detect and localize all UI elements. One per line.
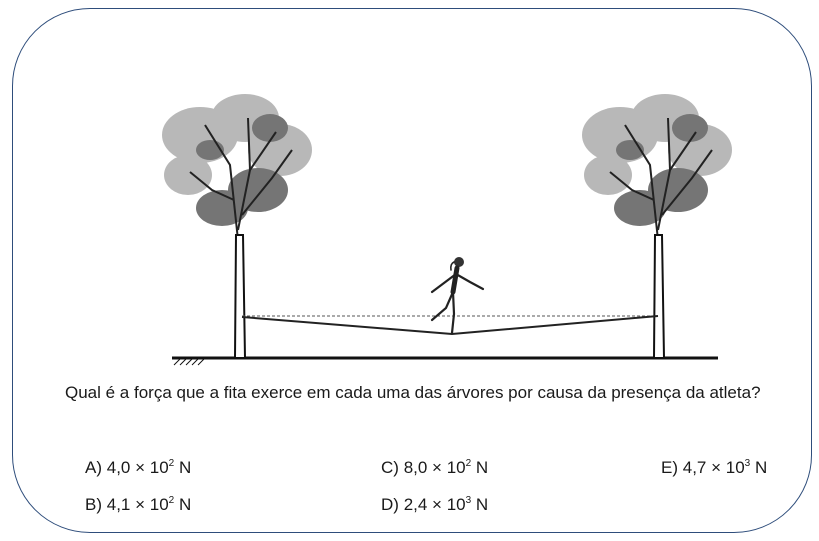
option-value: 8,0 × 10 [403, 458, 466, 477]
left-tree [162, 94, 312, 359]
ground-hatch [173, 358, 205, 366]
question-frame [12, 8, 812, 533]
option-unit: N [750, 458, 768, 477]
option-exponent: 2 [465, 458, 472, 469]
question-text: Qual é a força que a fita exerce em cada… [65, 383, 761, 402]
option-c[interactable]: C) 8,0 × 102 N [381, 457, 488, 479]
option-letter: E) [661, 458, 678, 477]
option-letter: B) [85, 495, 102, 514]
option-d[interactable]: D) 2,4 × 103 N [381, 494, 488, 516]
option-value: 2,4 × 10 [403, 495, 466, 514]
option-exponent: 3 [744, 458, 751, 469]
option-value: 4,0 × 10 [106, 458, 169, 477]
slackline-illustration [162, 94, 732, 366]
option-letter: A) [85, 458, 102, 477]
option-exponent: 2 [168, 458, 175, 469]
option-unit: N [471, 495, 489, 514]
option-unit: N [174, 495, 192, 514]
athlete-figure [430, 257, 485, 335]
option-value: 4,1 × 10 [106, 495, 169, 514]
option-unit: N [174, 458, 192, 477]
option-e[interactable]: E) 4,7 × 103 N [661, 457, 767, 479]
option-exponent: 2 [168, 495, 175, 506]
right-tree [582, 94, 732, 359]
option-a[interactable]: A) 4,0 × 102 N [85, 457, 191, 479]
option-b[interactable]: B) 4,1 × 102 N [85, 494, 191, 516]
slackline-strap [241, 315, 659, 336]
option-letter: D) [381, 495, 399, 514]
option-value: 4,7 × 10 [682, 458, 745, 477]
option-unit: N [471, 458, 489, 477]
option-letter: C) [381, 458, 399, 477]
option-exponent: 3 [465, 495, 472, 506]
